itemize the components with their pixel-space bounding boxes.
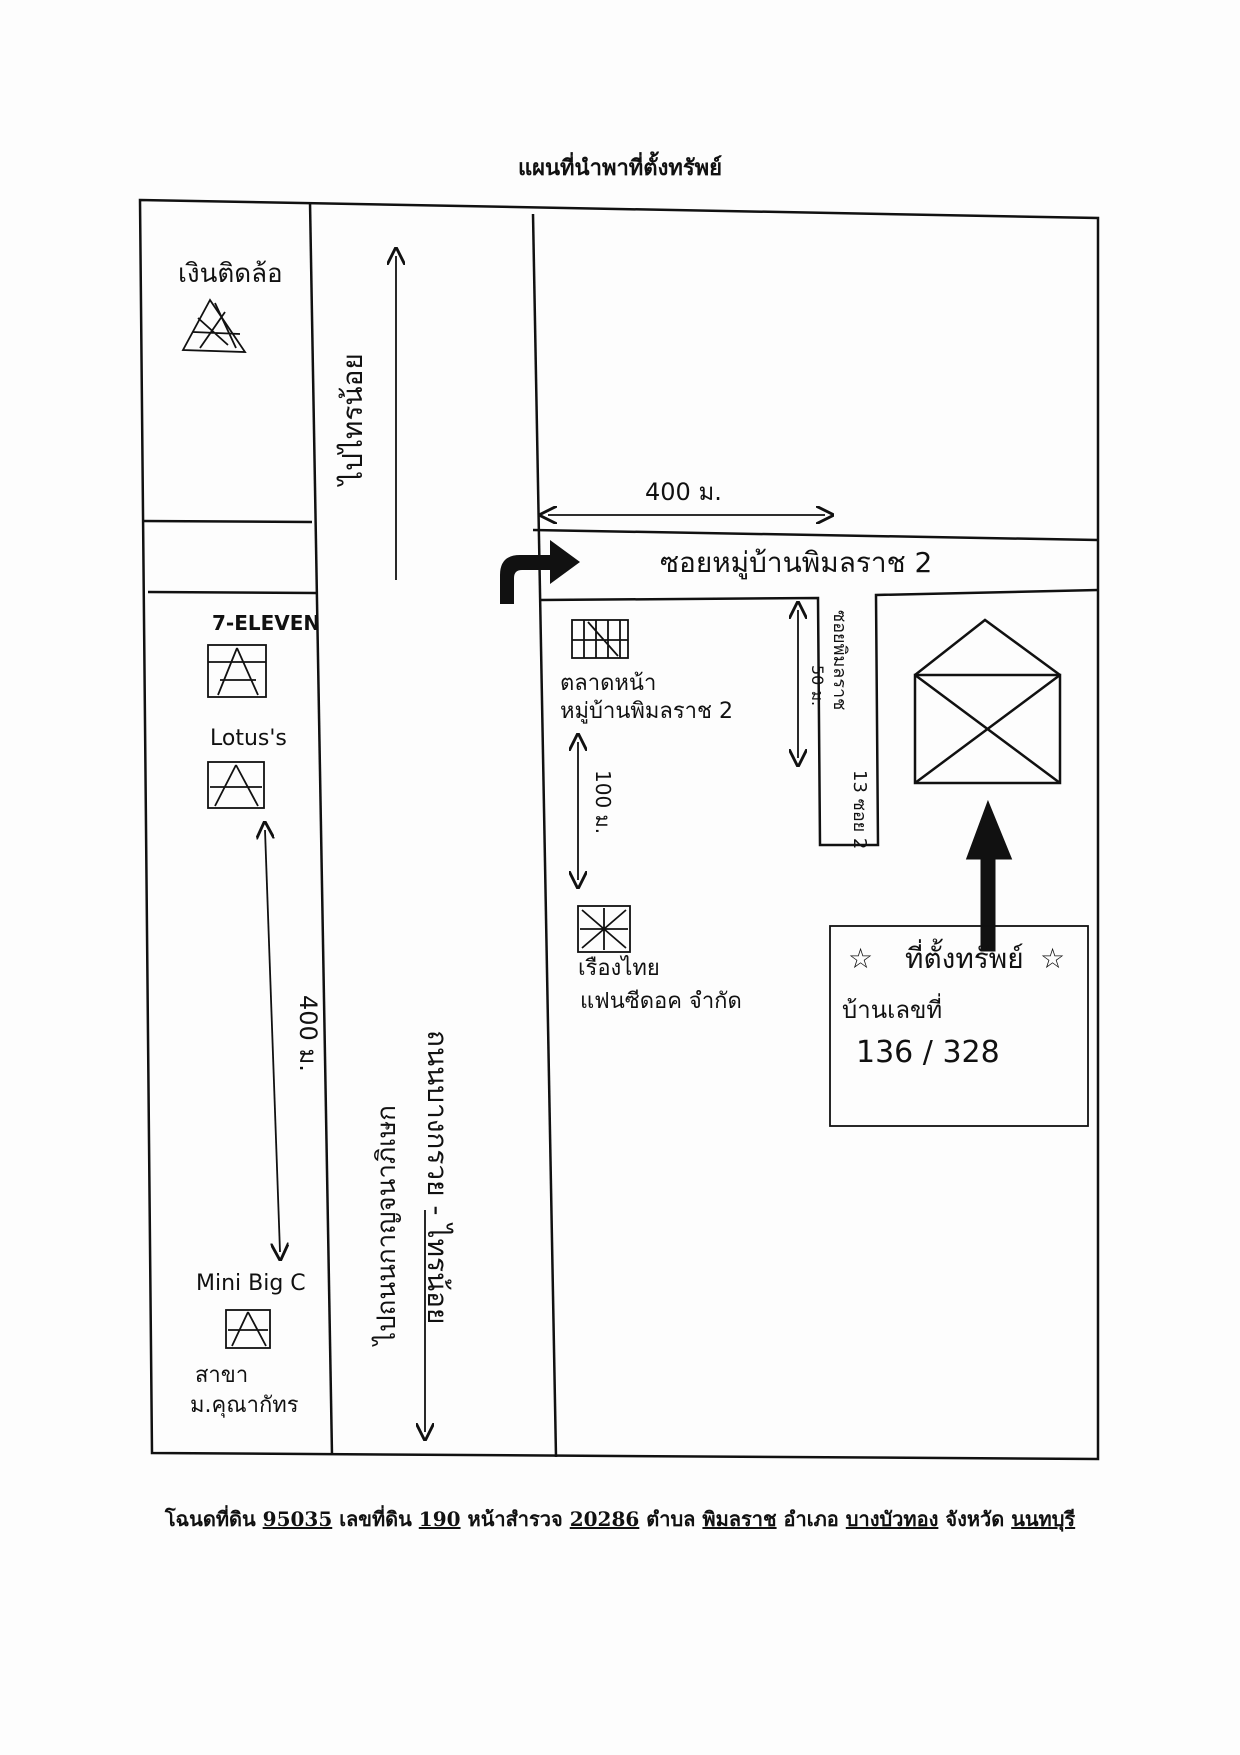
- land-label: เลขที่ดิน: [339, 1507, 412, 1531]
- market-label-line1: ตลาดหน้า: [560, 671, 656, 696]
- district-label: อำเภอ: [783, 1507, 839, 1531]
- seven-eleven-label: 7-ELEVEN: [212, 611, 320, 635]
- block-top-left: [141, 519, 313, 524]
- mini-bigc-icon: [225, 1309, 271, 1349]
- land-number: 190: [418, 1507, 461, 1531]
- subdistrict-value: พิมลราช: [702, 1507, 777, 1531]
- furniture-shop-label-line2: แฟนซีดอค จำกัด: [580, 989, 742, 1014]
- soi-name-label: ซอยหมู่บ้านพิมลราช 2: [660, 546, 932, 580]
- block-mid-left: [147, 590, 317, 595]
- lotus-icon: [207, 761, 265, 809]
- road-north-label: ไปไทรน้อย: [336, 353, 369, 487]
- property-info-box: [829, 925, 1089, 1127]
- soi-distance-label: 400 ม.: [645, 478, 722, 506]
- province-label: จังหวัด: [945, 1507, 1005, 1531]
- market-label-line2: หมู่บ้านพิมลราช 2: [560, 699, 733, 724]
- side-distance-label: 50 ม.: [808, 665, 827, 706]
- star-icon-right: ☆: [1040, 942, 1065, 975]
- property-title-label: ที่ตั้งทรัพย์: [905, 938, 1024, 975]
- main-road-left-edge: [308, 201, 334, 1456]
- house-number-caption: บ้านเลขที่: [842, 993, 942, 1024]
- property-house-icon: [913, 618, 1062, 785]
- district-value: บางบัวทอง: [845, 1507, 939, 1531]
- pawn-shop-label: เงินติดล้อ: [178, 259, 283, 289]
- side-soi-label-line2: 13 ซอย 2: [849, 770, 870, 849]
- branch-label-line2: ม.คุณากัทร: [190, 1393, 299, 1418]
- furniture-shop-icon: [577, 905, 631, 953]
- mini-bigc-label: Mini Big C: [196, 1271, 306, 1296]
- deed-number: 95035: [262, 1507, 333, 1531]
- star-icon-left: ☆: [848, 942, 873, 975]
- furniture-shop-label-line1: เรืองไทย: [578, 955, 660, 981]
- market-distance-label: 100 ม.: [591, 770, 615, 834]
- survey-label: หน้าสำรวจ: [467, 1507, 563, 1531]
- left-distance-label: 400 ม.: [294, 995, 322, 1072]
- branch-label-line1: สาขา: [195, 1363, 248, 1388]
- soi-top-edge: [532, 528, 1099, 542]
- main-road-right-edge: [531, 213, 558, 1458]
- market-icon: [571, 619, 629, 659]
- house-number-value: 136 / 328: [856, 1035, 1000, 1070]
- main-road-label: ถนนบางกรวย - ไทรน้อย: [421, 1030, 454, 1324]
- soi-bottom-edge: [539, 588, 1099, 847]
- subdistrict-label: ตำบล: [646, 1507, 696, 1531]
- province-value: นนทบุรี: [1011, 1507, 1076, 1531]
- deed-label: โฉนดที่ดิน: [164, 1507, 256, 1531]
- survey-number: 20286: [569, 1507, 640, 1531]
- seven-eleven-icon: [207, 644, 267, 698]
- property-up-arrow-icon: [965, 799, 1013, 952]
- map-title: แผนที่นำพาที่ตั้งทรัพย์: [517, 155, 723, 181]
- side-soi-label-line1: ซอยพิมลราช: [829, 610, 850, 710]
- turn-right-arrow-icon: [500, 540, 580, 604]
- road-south-label: ไปถนนกาญจนาภิเษก: [371, 1105, 402, 1347]
- deed-info-line: โฉนดที่ดิน 95035 เลขที่ดิน 190 หน้าสำรวจ…: [0, 1503, 1240, 1535]
- map-frame: [138, 198, 1100, 1461]
- lotus-label: Lotus's: [210, 726, 287, 751]
- pawn-shop-icon: [181, 298, 247, 353]
- left-distance-arrow: [265, 830, 280, 1252]
